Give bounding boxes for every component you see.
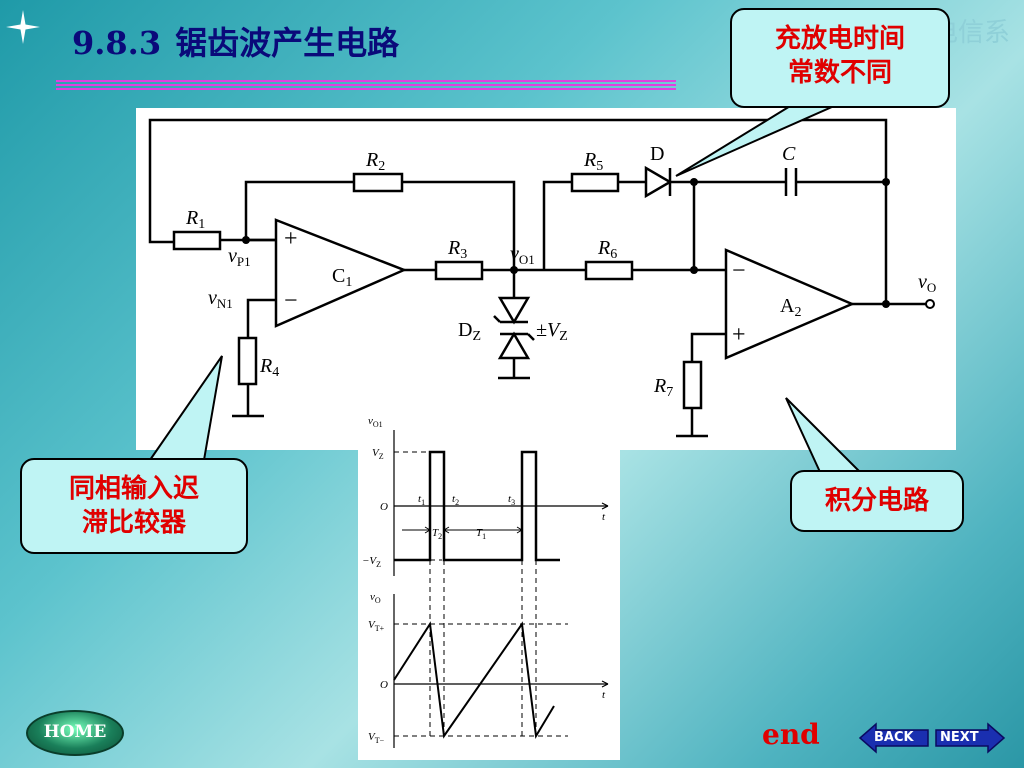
r3-label: R3 [447,237,467,262]
end-label: end [762,718,820,751]
callout-integrator: 积分电路 [790,470,964,532]
a2-minus: − [732,258,746,284]
vt-neg-label: VT− [368,731,385,745]
r6-label: R6 [597,237,617,262]
origin-top-label: O [380,501,388,513]
c1-label: C1 [332,265,352,290]
callout-time-constant-line2: 常数不同 [787,58,892,88]
vo1-label: vO1 [510,243,535,267]
r4-label: R4 [259,355,279,380]
r1-label: R1 [185,207,205,232]
callout-comparator-line2: 滞比较器 [81,508,186,538]
callout-comparator-line1: 同相输入迟 [68,474,199,504]
vo-label: vO [918,271,936,295]
home-button[interactable]: HOME [26,710,124,756]
page-title: 9.8.3 锯齿波产生电路 [72,18,399,64]
top-axis-label: vO1 [368,415,383,429]
r2-label: R2 [365,149,385,174]
T2-label: T2 [432,527,442,541]
c1-plus: + [284,226,298,252]
t2-label: t2 [452,493,459,507]
a2-label: A2 [780,295,801,320]
capacitor-label: C [782,143,796,165]
star-icon [6,10,40,44]
t1-label: t1 [418,493,425,507]
back-label: BACK [874,730,914,745]
vt-pos-label: VT+ [368,619,385,633]
next-label: NEXT [940,730,979,745]
title-text: 锯齿波产生电路 [175,24,400,62]
callout-time-constant-line1: 充放电时间 [774,24,905,54]
diode-label: D [650,143,664,165]
callout-comparator: 同相输入迟 滞比较器 [20,458,248,554]
r5-label: R5 [583,149,603,174]
title-number: 9.8.3 [72,24,162,62]
origin-bottom-label: O [380,679,388,691]
T1-label: T1 [476,527,486,541]
circuit-panel: R1 R2 R3 R4 R5 R6 R7 D C C1 A2 DZ ±VZ vP… [136,108,956,450]
vn1-label: vN1 [208,287,233,311]
next-arrow-icon [935,722,1006,754]
r7-label: R7 [653,375,673,400]
title-underline [56,80,676,92]
back-button[interactable]: BACK [858,722,930,754]
waveform-diagram: vO1 VZ −VZ O t t1 t2 t3 T2 T1 vO VT+ O t… [362,415,609,748]
next-button[interactable]: NEXT [934,722,1006,754]
callout-time-constant: 充放电时间 常数不同 [730,8,950,108]
vz-neg-label: −VZ [362,555,381,569]
back-arrow-icon [858,722,929,754]
waveform-panel: vO1 VZ −VZ O t t1 t2 t3 T2 T1 vO VT+ O t… [358,408,620,760]
vz-pos-label: VZ [372,447,384,461]
vp1-label: vP1 [228,245,251,269]
bottom-axis-label: vO [370,591,381,605]
dz-label: DZ [458,319,481,344]
t3-label: t3 [508,493,515,507]
vz-label: ±VZ [536,319,568,344]
a2-plus: + [732,322,746,348]
t-axis-bottom-label: t [602,689,606,701]
t-axis-top-label: t [602,511,606,523]
circuit-diagram: R1 R2 R3 R4 R5 R6 R7 D C C1 A2 DZ ±VZ vP… [148,118,936,438]
c1-minus: − [284,288,298,314]
